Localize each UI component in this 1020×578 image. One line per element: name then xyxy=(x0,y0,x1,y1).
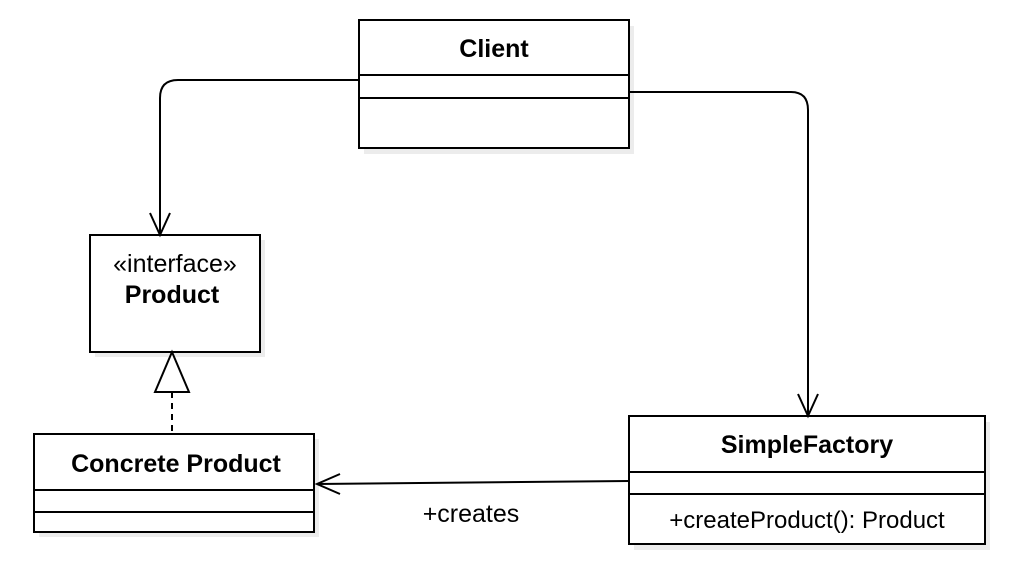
class-product-stereotype: «interface» xyxy=(113,250,237,278)
edge-client-to-product-arrowhead xyxy=(149,212,171,238)
class-product-box xyxy=(89,234,261,353)
edge-realization-triangle-head xyxy=(153,349,191,393)
class-concrete-product[interactable]: Concrete Product xyxy=(33,433,319,537)
edge-client-to-product xyxy=(149,79,359,238)
class-simple-factory-box xyxy=(628,415,986,545)
class-client[interactable]: Client xyxy=(358,19,634,154)
class-product[interactable]: «interface» Product xyxy=(89,234,265,357)
class-simple-factory-operation: +createProduct(): Product xyxy=(669,507,945,534)
class-product-name: Product xyxy=(125,281,220,309)
class-simple-factory[interactable]: SimpleFactory +createProduct(): Product xyxy=(628,415,990,550)
edge-client-to-factory-line xyxy=(629,91,809,414)
class-concrete-product-box xyxy=(33,433,315,533)
edge-factory-creates-concrete: +creates xyxy=(314,473,630,528)
class-client-box xyxy=(358,19,630,149)
edge-client-to-factory-arrowhead xyxy=(797,393,819,419)
class-client-name: Client xyxy=(459,35,529,63)
edge-realization xyxy=(153,349,191,434)
class-simple-factory-name: SimpleFactory xyxy=(721,431,893,459)
edge-factory-creates-concrete-label: +creates xyxy=(423,500,520,528)
class-concrete-product-name: Concrete Product xyxy=(71,450,281,478)
edge-client-to-product-line xyxy=(159,79,359,233)
edge-client-to-factory xyxy=(629,91,819,419)
edge-factory-creates-concrete-arrowhead xyxy=(314,473,341,495)
edge-factory-creates-concrete-line xyxy=(316,480,630,485)
